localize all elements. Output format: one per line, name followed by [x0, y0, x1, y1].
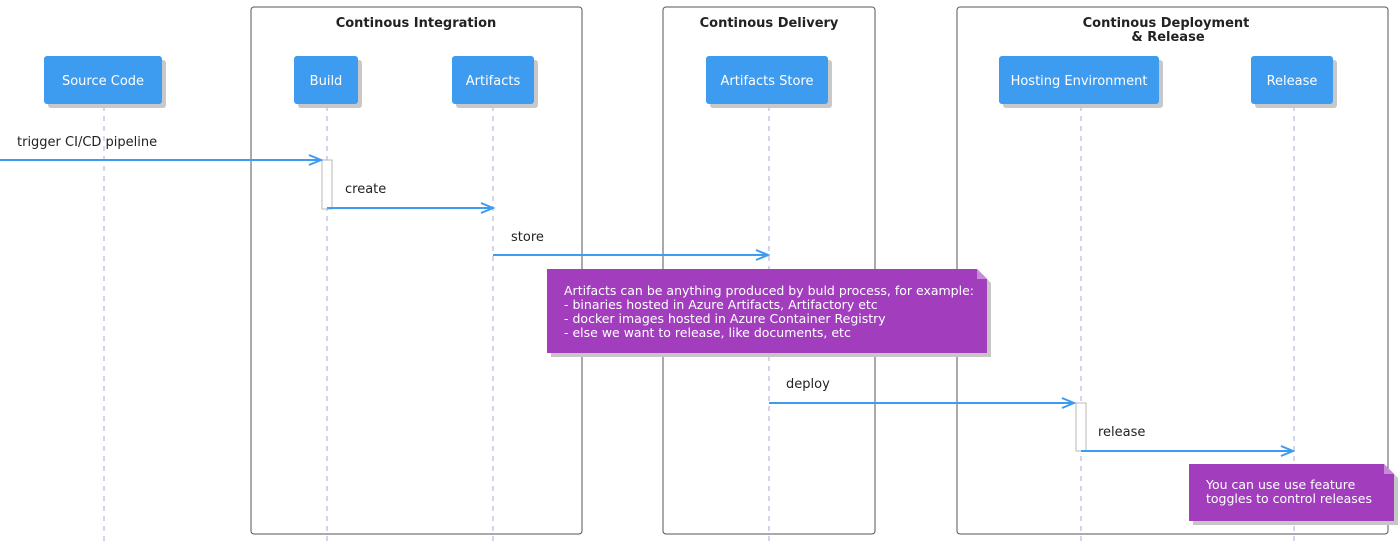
note-line: toggles to control releases: [1206, 491, 1372, 506]
activation-hosting-environment: [1075, 402, 1087, 452]
message-deploy: deploy: [769, 377, 1077, 409]
message-arrowhead: [1280, 445, 1296, 457]
participant-artifacts-store[interactable]: Artifacts Store: [706, 56, 832, 108]
note-artifacts: Artifacts can be anything produced by bu…: [547, 269, 991, 357]
message-arrowhead: [480, 202, 496, 214]
message-create: create: [327, 182, 496, 214]
note-box: [547, 269, 987, 353]
group-title: Continous Delivery: [700, 16, 839, 31]
message-release: release: [1081, 425, 1296, 457]
group-title: Continous Integration: [336, 16, 497, 31]
message-label: release: [1098, 425, 1145, 440]
note-line: - binaries hosted in Azure Artifacts, Ar…: [564, 297, 878, 312]
participant-box: [44, 56, 162, 104]
participant-hosting-environment[interactable]: Hosting Environment: [999, 56, 1163, 108]
group-title-line-2: & Release: [1131, 30, 1204, 45]
participant-box: [999, 56, 1159, 104]
participant-box: [706, 56, 828, 104]
participant-box: [452, 56, 534, 104]
participant-box: [1251, 56, 1333, 104]
participant-release[interactable]: Release: [1251, 56, 1337, 108]
participant-label: Artifacts: [466, 74, 521, 89]
note-fold-corner: [977, 269, 987, 279]
note-fold-corner: [1384, 464, 1394, 474]
message-label: create: [345, 182, 386, 197]
message-label: trigger CI/CD pipeline: [17, 135, 157, 150]
participant-source-code[interactable]: Source Code: [44, 56, 166, 108]
activation-build: [321, 159, 333, 210]
message-label: store: [511, 230, 544, 245]
participant-label: Hosting Environment: [1011, 74, 1148, 89]
message-arrowhead: [755, 249, 771, 261]
participant-label: Source Code: [62, 74, 144, 89]
group-title-line-1: Continous Deployment: [1083, 16, 1250, 31]
note-line: Artifacts can be anything produced by bu…: [564, 283, 974, 298]
note-line: - docker images hosted in Azure Containe…: [564, 311, 886, 326]
participant-build[interactable]: Build: [294, 56, 362, 108]
note-box: [1189, 464, 1394, 521]
participant-label: Build: [310, 74, 343, 89]
participant-artifacts[interactable]: Artifacts: [452, 56, 538, 108]
message-trigger-pipeline: trigger CI/CD pipeline: [0, 135, 324, 166]
message-store: store: [493, 230, 771, 261]
message-arrowhead: [308, 154, 324, 166]
participant-box: [294, 56, 358, 104]
message-label: deploy: [786, 377, 830, 392]
note-feature-toggles: You can use use feature toggles to contr…: [1189, 464, 1398, 525]
participant-label: Release: [1267, 74, 1318, 89]
participant-label: Artifacts Store: [721, 74, 814, 89]
note-line: You can use use feature: [1205, 477, 1356, 492]
note-line: - else we want to release, like document…: [564, 325, 851, 340]
message-arrowhead: [1061, 397, 1077, 409]
